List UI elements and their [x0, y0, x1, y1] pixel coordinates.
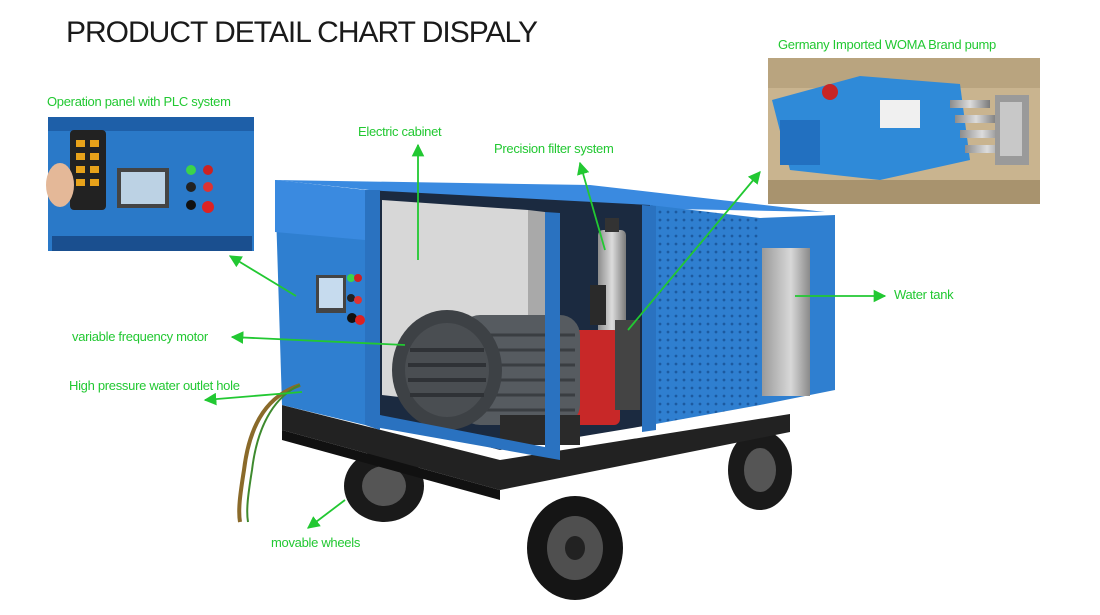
motor	[392, 310, 580, 445]
arrow-precision-filter	[577, 161, 606, 251]
arrow-outlet-hole	[203, 391, 303, 406]
page-title: PRODUCT DETAIL CHART DISPALY	[66, 16, 538, 49]
pump-unit	[570, 320, 640, 425]
control-panel	[316, 274, 365, 325]
callout-arrows	[203, 143, 887, 529]
pump-photo	[768, 58, 1040, 204]
label-wheels: movable wheels	[271, 535, 361, 550]
front-wheel	[527, 496, 623, 600]
label-precision-filter: Precision filter system	[494, 141, 614, 156]
arrow-motor	[230, 331, 406, 346]
label-electric-cabinet: Electric cabinet	[358, 124, 442, 139]
precision-filter	[590, 218, 626, 335]
rear-wheel-right	[728, 430, 792, 510]
label-motor: variable frequency motor	[72, 329, 208, 344]
arrow-pump	[627, 171, 761, 331]
washer-machine	[237, 180, 835, 600]
label-operation-panel: Operation panel with PLC system	[47, 94, 231, 109]
arrow-wheels	[306, 499, 346, 529]
water-hose	[237, 383, 301, 523]
water-tank	[762, 248, 810, 396]
label-pump: Germany Imported WOMA Brand pump	[778, 37, 996, 52]
label-outlet-hole: High pressure water outlet hole	[69, 378, 240, 393]
operation-panel-photo	[46, 117, 254, 251]
label-water-tank: Water tank	[894, 287, 954, 302]
arrow-operation-panel	[228, 255, 297, 297]
